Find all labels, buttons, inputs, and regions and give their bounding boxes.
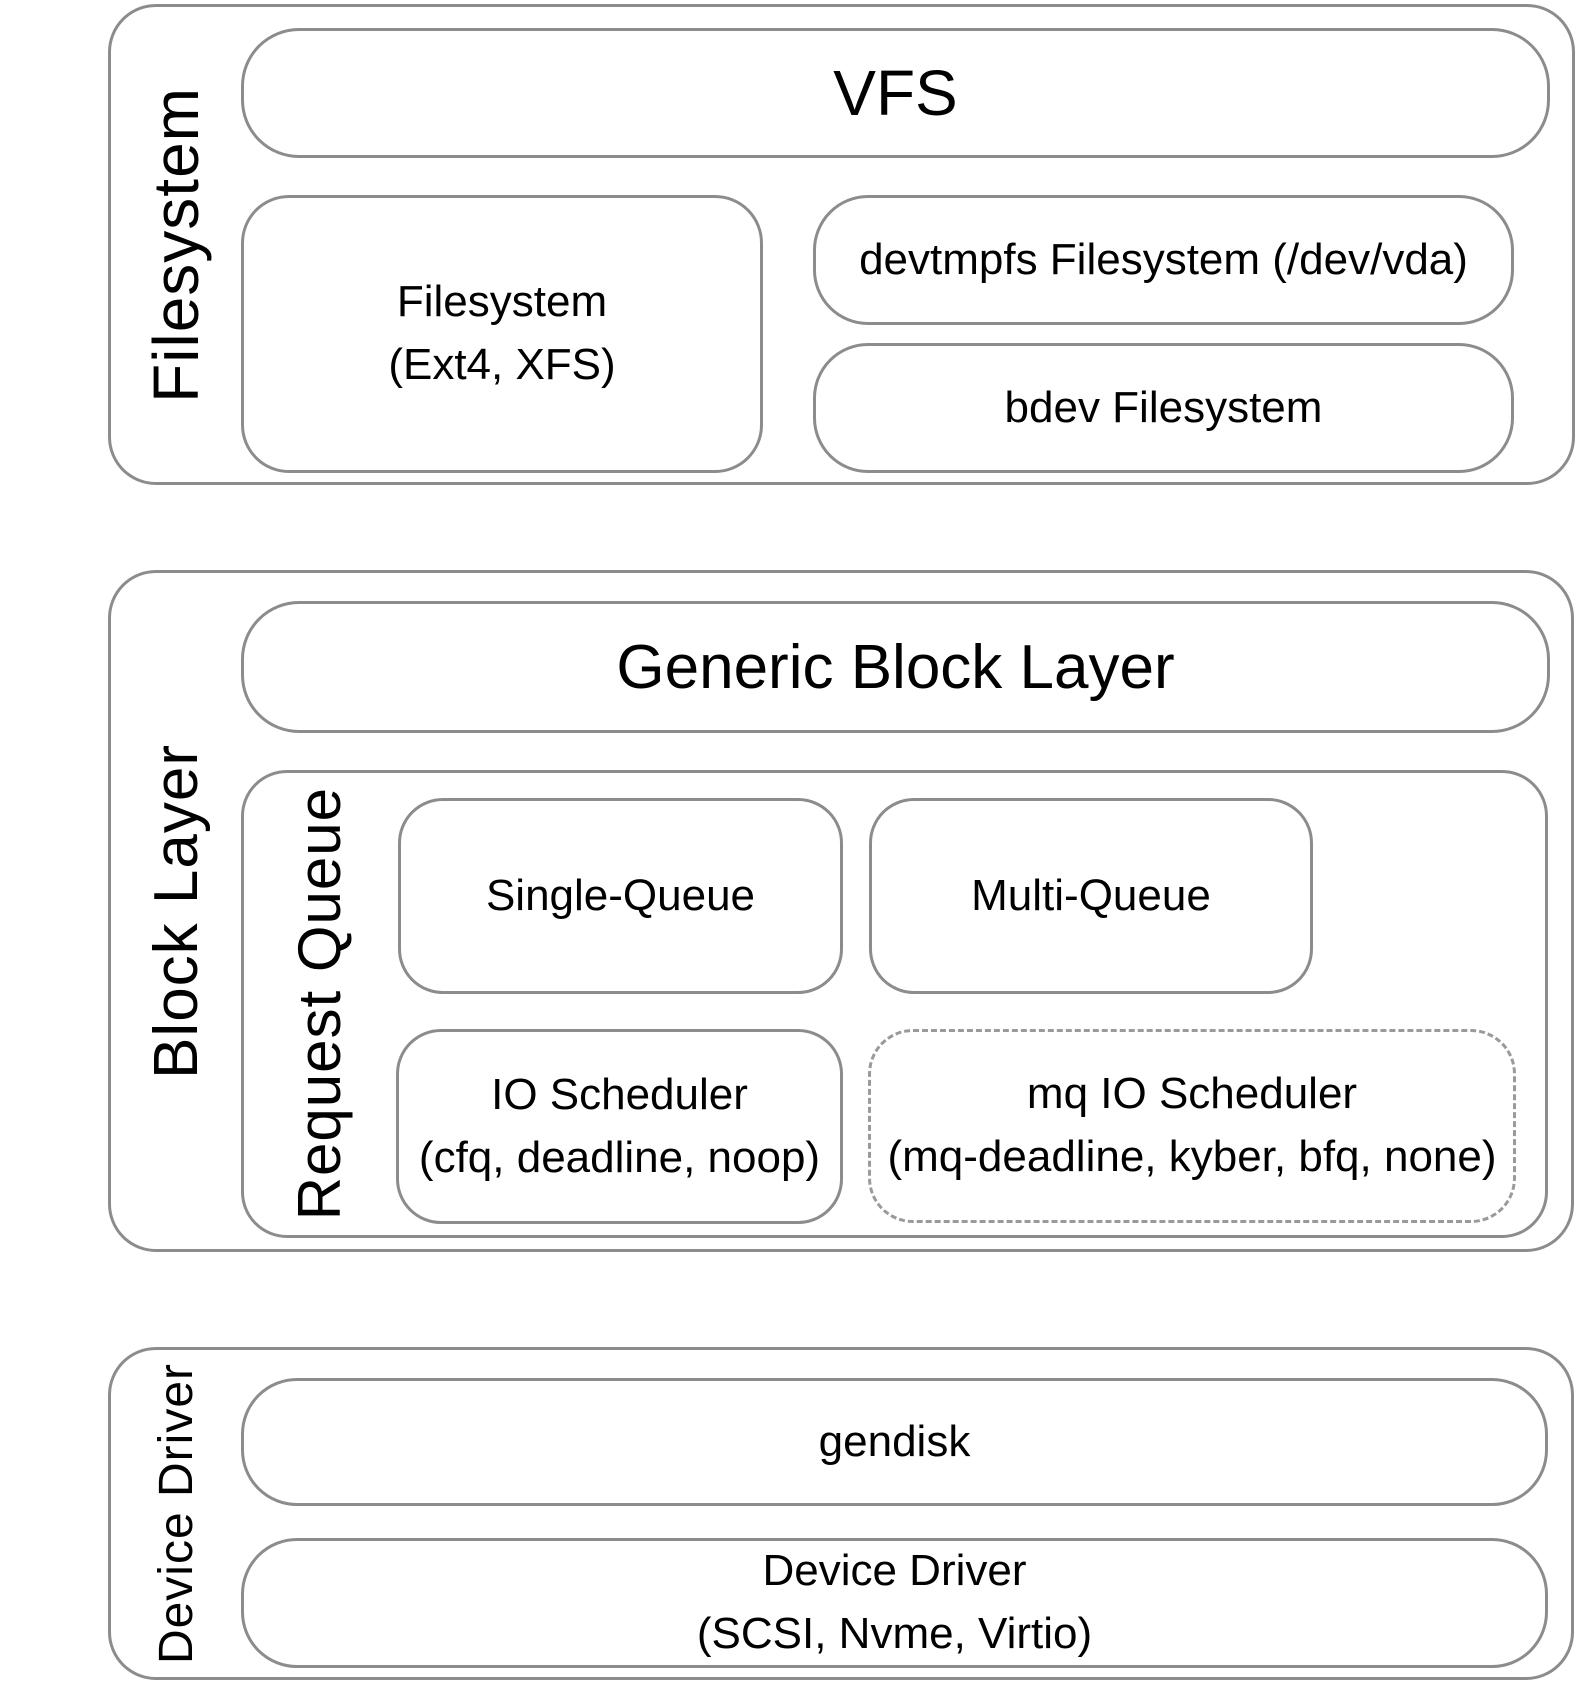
filesystem-section-label: Filesystem bbox=[111, 7, 241, 482]
single-queue-box-label: Single-Queue bbox=[485, 870, 756, 920]
gendisk-box-label: gendisk bbox=[818, 1416, 971, 1466]
device-driver-section: Device Driver gendisk Device Driver (SCS… bbox=[108, 1347, 1574, 1680]
request-queue-label: Request Queue bbox=[244, 773, 394, 1235]
filesystem-section: Filesystem VFS Filesystem (Ext4, XFS) de… bbox=[108, 4, 1575, 485]
block-layer-section-label-text: Block Layer bbox=[141, 743, 211, 1079]
gendisk-box: gendisk bbox=[241, 1378, 1548, 1506]
device-driver-box-label: Device Driver (SCSI, Nvme, Virtio) bbox=[696, 1546, 1093, 1658]
vfs-box-label: VFS bbox=[833, 57, 958, 129]
device-driver-box: Device Driver (SCSI, Nvme, Virtio) bbox=[241, 1538, 1548, 1668]
request-queue-container: Request Queue Single-Queue Multi-Queue I… bbox=[241, 770, 1548, 1238]
mq-io-scheduler-box: mq IO Scheduler (mq-deadline, kyber, bfq… bbox=[868, 1029, 1516, 1223]
multi-queue-box: Multi-Queue bbox=[869, 798, 1313, 994]
filesystem-section-label-text: Filesystem bbox=[140, 86, 212, 403]
block-layer-section-label: Block Layer bbox=[111, 573, 241, 1249]
single-queue-box: Single-Queue bbox=[398, 798, 843, 994]
io-scheduler-box-label: IO Scheduler (cfq, deadline, noop) bbox=[418, 1069, 821, 1182]
bdev-filesystem-box-label: bdev Filesystem bbox=[1004, 382, 1323, 432]
request-queue-label-text: Request Queue bbox=[285, 787, 353, 1221]
devtmpfs-filesystem-box: devtmpfs Filesystem (/dev/vda) bbox=[813, 195, 1514, 325]
mq-io-scheduler-box-label: mq IO Scheduler (mq-deadline, kyber, bfq… bbox=[887, 1069, 1497, 1181]
device-driver-section-label: Device Driver bbox=[111, 1350, 241, 1677]
filesystem-ext4-xfs-box-label: Filesystem (Ext4, XFS) bbox=[388, 277, 616, 389]
io-scheduler-box: IO Scheduler (cfq, deadline, noop) bbox=[396, 1029, 843, 1224]
filesystem-ext4-xfs-box: Filesystem (Ext4, XFS) bbox=[241, 195, 763, 473]
block-layer-section: Block Layer Generic Block Layer Request … bbox=[108, 570, 1574, 1252]
multi-queue-box-label: Multi-Queue bbox=[971, 870, 1211, 920]
bdev-filesystem-box: bdev Filesystem bbox=[813, 343, 1514, 473]
devtmpfs-filesystem-box-label: devtmpfs Filesystem (/dev/vda) bbox=[859, 234, 1468, 284]
device-driver-section-label-text: Device Driver bbox=[149, 1362, 203, 1665]
generic-block-layer-box: Generic Block Layer bbox=[241, 601, 1550, 733]
vfs-box: VFS bbox=[241, 28, 1550, 158]
generic-block-layer-box-label: Generic Block Layer bbox=[616, 632, 1175, 702]
